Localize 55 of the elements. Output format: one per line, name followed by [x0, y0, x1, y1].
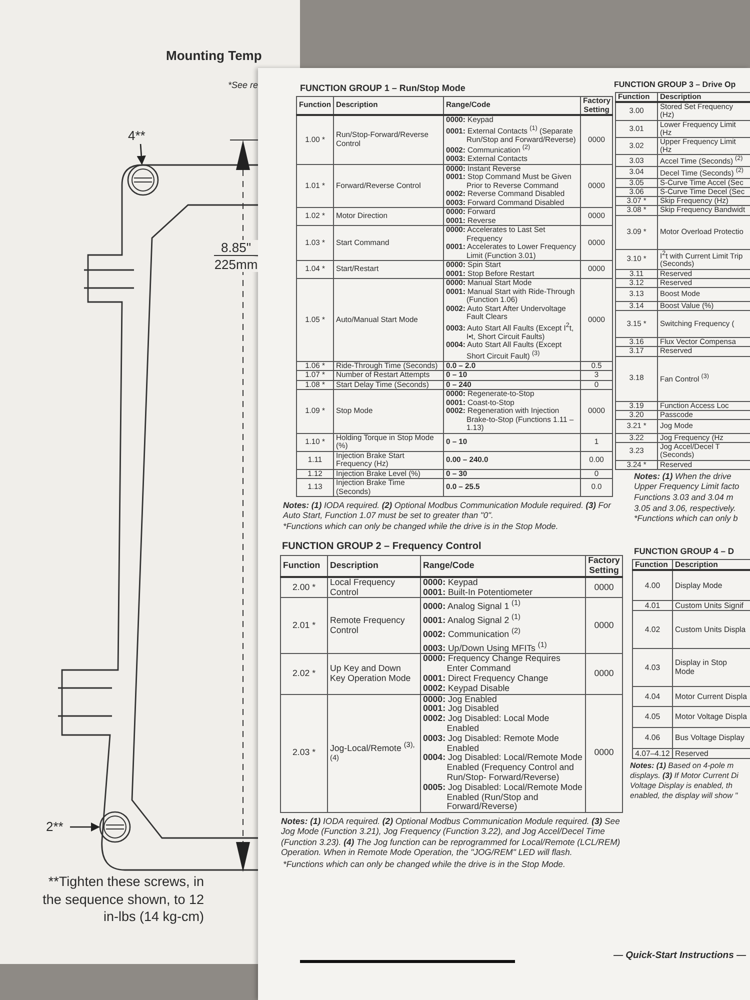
range-code: 0000: Frequency Change Requires Enter Command: [423, 654, 562, 674]
function-number: 2.02 *: [292, 669, 316, 679]
description: Local Frequency Control: [330, 578, 396, 598]
factory-setting: 0000: [593, 582, 615, 593]
function-number: 2.00 *: [292, 582, 316, 593]
range-code: 0004: Jog Disabled: Local/Remote Mode Enabled (Frequency Control and Run/Stop- Forward/Reverse): [423, 753, 583, 783]
factory-setting: 0000: [593, 669, 615, 679]
column-header: Factory Setting: [588, 556, 620, 576]
range-code: 0000: Keypad: [423, 578, 479, 588]
function-number: 2.03 *: [292, 748, 316, 758]
table-note: *Functions which can only be changed while the drive is in the Stop Mode.: [283, 859, 566, 870]
column-header: Description: [330, 561, 380, 571]
table-note: 3.05 and 3.06, respectively.: [634, 504, 737, 514]
arrow: [70, 822, 100, 832]
table-note: Notes: (1) IODA required. (2) Optional Modbus Communication Module required. (3) See Jog Mode (Function 3.21), Jog Frequency (Function 3.22), and Jog Accel/Decel Time (Function 3.23). (4) The Jog function can be reprogrammed for Local/Remote (LCL/REM) Operation. When in Remote Mode Operation, the "JOG/REM" LED will flash.: [281, 816, 622, 858]
range-code: 0000: Analog Signal 1 $^{(1)}$: [423, 598, 522, 612]
callout-number: 2**: [46, 819, 70, 835]
heading: Mounting Temp: [166, 48, 263, 63]
range-code: 0001: Built-In Potentiometer: [423, 588, 534, 598]
arrow: [136, 144, 146, 165]
range-code: 0002: Jog Disabled: Local Mode Enabled: [423, 714, 550, 734]
range-code: 0003: Up/Down Using MFITs $^{(1)}$: [423, 640, 548, 654]
column-header: Function: [283, 561, 322, 571]
note-text: *See re: [228, 80, 258, 90]
factory-setting: 0000: [593, 748, 615, 758]
table-title: FUNCTION GROUP 2 – Frequency Control: [282, 541, 482, 552]
table-note: Upper Frequency Limit facto: [634, 482, 740, 492]
table-title: FUNCTION GROUP 4 – D: [634, 546, 735, 556]
range-code: 0001: Jog Disabled: [423, 704, 500, 714]
description: Up Key and Down Key Operation Mode: [330, 664, 412, 684]
range-code: 0000: Jog Enabled: [423, 694, 498, 704]
dimension-value: 225mm: [214, 257, 258, 272]
screw-head: [99, 811, 131, 843]
description: Remote Frequency Control: [330, 616, 406, 636]
range-code: 0003: Jog Disabled: Remote Mode Enabled: [423, 734, 560, 754]
note-text: **Tighten these screws, in the sequence shown, to 12 in-lbs (14 kg-cm): [42, 873, 204, 926]
range-code: 0002: Keypad Disable: [423, 684, 510, 694]
table-note: *Functions which can only b: [634, 514, 739, 524]
column-header: Range/Code: [423, 561, 476, 571]
table-title: FUNCTION GROUP 1 – Run/Stop Mode: [300, 83, 466, 93]
function-number: 2.01 *: [292, 621, 316, 631]
table-title: FUNCTION GROUP 3 – Drive Op: [614, 80, 737, 89]
range-code: 0002: Communication $^{(2)}$: [423, 626, 522, 640]
table-note: Notes: (1) IODA required. (2) Optional Modbus Communication Module required. (3) For Auto Start, Function 1.07 must be set to greater than "0".: [283, 500, 612, 520]
callout-number: 4**: [128, 128, 152, 144]
factory-setting: 0000: [593, 621, 615, 631]
table-note: Functions 3.03 and 3.04 m: [634, 493, 734, 503]
screw-head: [127, 164, 159, 196]
range-code: 0001: Direct Frequency Change: [423, 674, 550, 684]
range-code: 0001: Analog Signal 2 $^{(1)}$: [423, 612, 522, 626]
range-code: 0005: Jog Disabled: Local/Remote Mode Enabled (Run/Stop and Forward/Reverse): [423, 782, 583, 812]
dimension-value: 8.85": [214, 240, 258, 256]
table-note: Notes: (1) When the drive: [634, 472, 732, 482]
table-note: *Functions which can only be changed while the drive is in the Stop Mode.: [283, 521, 560, 532]
footer-text: — Quick-Start Instructions —: [612, 950, 746, 961]
